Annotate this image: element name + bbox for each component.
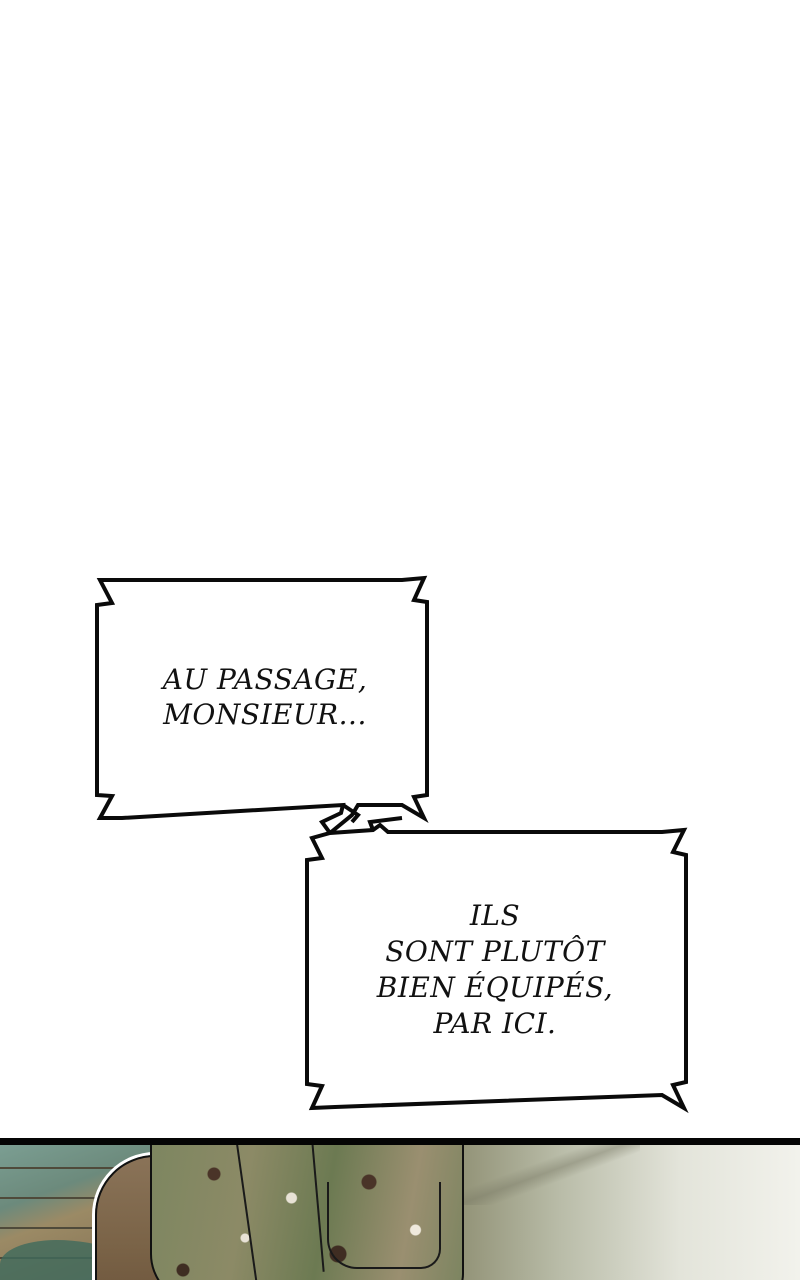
bubble-1-line: AU PASSAGE, [162,663,368,696]
bubble-2-line: SONT PLUTÔT [385,935,605,968]
bubble-2-line: PAR ICI. [433,1007,557,1040]
cargo-pocket [327,1182,441,1269]
bubble-2-line: ILS [469,899,521,932]
bubble-2-text: ILS SONT PLUTÔT BIEN ÉQUIPÉS, PAR ICI. [330,898,660,1042]
wall-light-stripe [440,1145,640,1205]
bubble-1-line: MONSIEUR... [163,698,367,731]
trouser-seam [235,1145,261,1280]
bubble-1-text: AU PASSAGE, MONSIEUR... [120,662,410,732]
camouflage-trousers [150,1145,464,1280]
bubble-2-outline [305,822,689,1114]
bubble-connector [341,803,403,831]
illustration-panel [0,1138,800,1280]
trouser-seam [311,1145,325,1272]
bubble-2-line: BIEN ÉQUIPÉS, [376,971,614,1004]
